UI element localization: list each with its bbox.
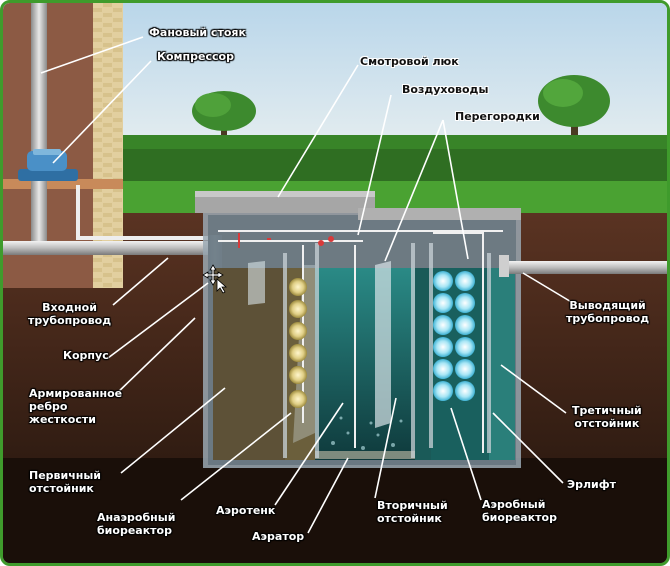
inlet-pipe <box>3 241 215 255</box>
partitions <box>283 243 491 458</box>
secondary-water <box>415 268 431 460</box>
tree-left <box>192 91 256 145</box>
anaerobic-water <box>285 268 315 460</box>
septic-tank-diagram <box>3 3 667 563</box>
label-tertiary-settler: Третичный отстойник <box>572 404 642 430</box>
compressor <box>18 149 78 181</box>
fan-riser-pipe <box>31 3 47 243</box>
label-anaerobic-bioreactor: Анаэробный биореактор <box>97 511 176 537</box>
house-wall-interior <box>3 3 98 288</box>
label-outlet-pipe: Выводящий трубопровод <box>566 299 650 325</box>
label-inlet-pipe: Входной трубопровод <box>28 301 112 327</box>
label-airlift: Эрлифт <box>567 478 617 491</box>
aerobic-bio-discs <box>433 271 475 401</box>
aerotank-water <box>315 268 415 460</box>
anaerobic-bio-balls <box>289 278 307 408</box>
leader-lines <box>40 36 574 534</box>
label-primary-settler: Первичный отстойник <box>29 469 102 495</box>
brick-wall <box>93 3 123 288</box>
label-fan-riser: Фановый стояк <box>149 26 246 39</box>
label-manhole: Смотровой люк <box>360 55 459 68</box>
label-partitions: Перегородки <box>455 110 540 123</box>
move-cursor-icon <box>202 264 228 294</box>
label-aerotank: Аэротенк <box>216 504 276 517</box>
label-secondary-settler: Вторичный отстойник <box>377 499 448 525</box>
label-rib: Армированное ребро жесткости <box>29 387 123 426</box>
tree-right <box>538 75 610 143</box>
aerator-bubbles <box>331 416 403 450</box>
label-aerobic-bioreactor: Аэробный биореактор <box>482 498 557 524</box>
label-compressor: Компрессор <box>157 50 234 63</box>
label-air-ducts: Воздуховоды <box>402 83 489 96</box>
label-body: Корпус <box>63 349 109 362</box>
tertiary-water <box>489 268 515 460</box>
outlet-pipe <box>503 261 667 274</box>
label-aerator: Аэратор <box>252 530 305 543</box>
